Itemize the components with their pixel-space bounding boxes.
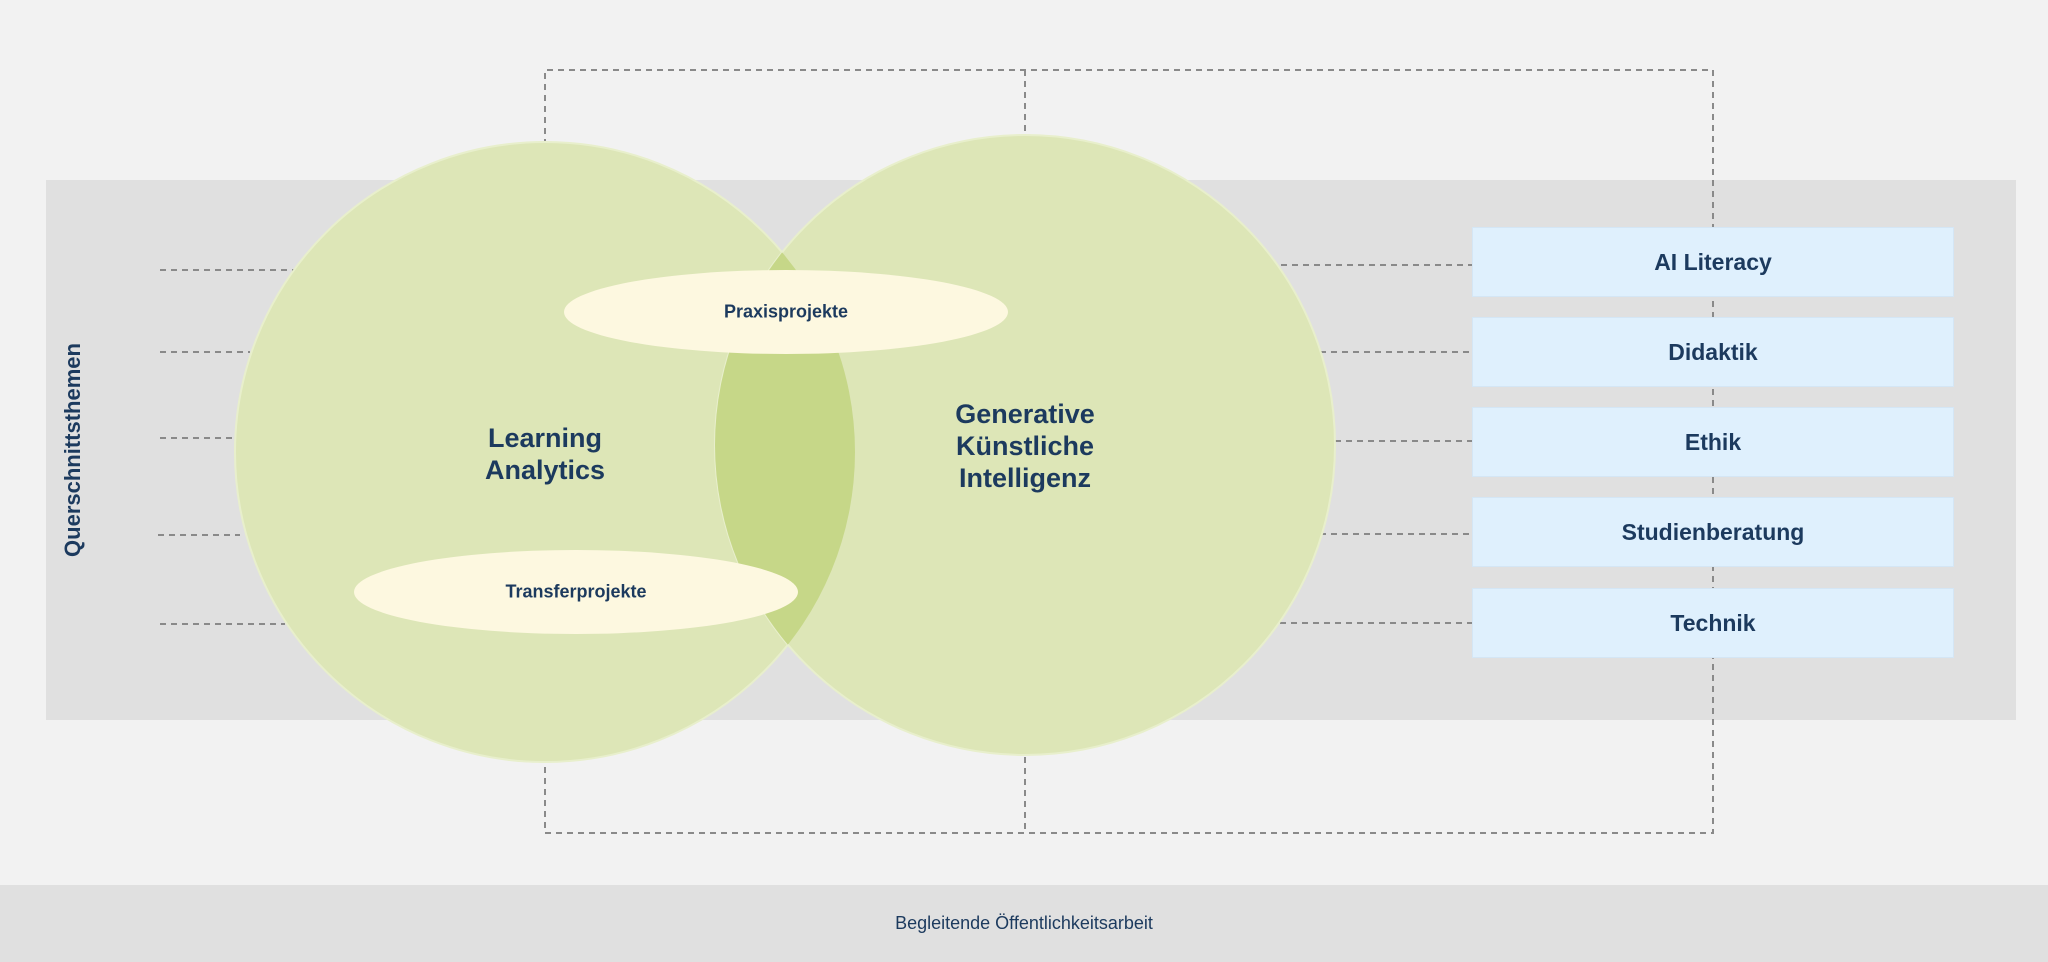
transferprojekte-label: Transferprojekte	[505, 581, 647, 602]
footer-band: Begleitende Öffentlichkeitsarbeit	[0, 885, 2048, 962]
right-connector-lines	[1270, 264, 1472, 624]
transferprojekte-ellipse	[354, 550, 798, 634]
generative-ai-label: Generative Künstliche Intelligenz	[955, 399, 1095, 493]
praxisprojekte-label: Praxisprojekte	[723, 301, 849, 322]
topic-studienberatung: Studienberatung	[1472, 497, 1954, 567]
praxisprojekte-ellipse	[564, 270, 1008, 354]
topic-ethik: Ethik	[1472, 407, 1954, 477]
footer-label: Begleitende Öffentlichkeitsarbeit	[895, 913, 1153, 933]
dashed-frame	[544, 69, 1714, 834]
topic-technik: Technik	[1472, 588, 1954, 658]
topic-ai-literacy: AI Literacy	[1472, 227, 1954, 297]
left-connector-lines	[158, 269, 300, 625]
side-label-querschnittsthemen: Querschnittsthemen	[60, 343, 85, 557]
topic-didaktik: Didaktik	[1472, 317, 1954, 387]
learning-analytics-label: Learning Analytics	[484, 423, 606, 485]
